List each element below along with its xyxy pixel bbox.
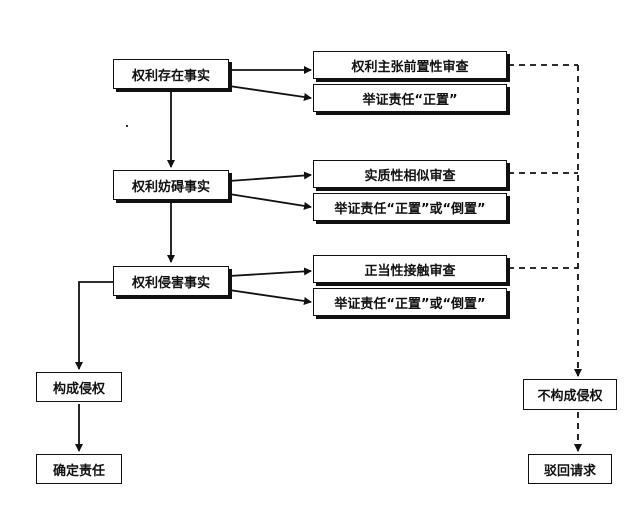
node-burden-access-label: 举证责任“正置”或“倒置” [334,296,486,312]
node-review-existence-label: 权利主张前置性审查 [351,59,469,75]
node-infringement: 权利侵害事实 [113,266,229,296]
node-review-similarity: 实质性相似审查 [313,160,507,188]
node-not-constitutes: 不构成侵权 [523,379,617,410]
node-review-access-label: 正当性接触审查 [364,263,456,279]
stray-dot [126,125,128,127]
node-reject-label: 驳回请求 [543,463,596,479]
arrow-obstruction-burden [228,193,312,210]
node-burden-existence: 举证责任“正置” [313,84,507,112]
node-not-constitutes-label: 不构成侵权 [537,389,603,404]
node-burden-existence-label: 举证责任“正置” [362,92,458,108]
node-reject: 驳回请求 [528,454,612,484]
node-constitutes-label: 构成侵权 [52,381,105,397]
node-existence: 权利存在事实 [113,59,229,89]
node-obstruction-label: 权利妨碍事实 [131,179,210,195]
node-burden-similarity: 举证责任“正置”或“倒置” [313,193,507,221]
node-review-access: 正当性接触审查 [313,255,507,283]
node-liability-label: 确定责任 [52,463,105,479]
node-existence-label: 权利存在事实 [131,68,210,84]
node-burden-similarity-label: 举证责任“正置”或“倒置” [334,201,486,217]
arrow-obstruction-review [228,171,312,182]
node-liability: 确定责任 [36,454,122,484]
arrow-infringement-constitutes [75,281,121,370]
node-obstruction: 权利妨碍事实 [113,170,229,200]
arrow-infringement-review [228,267,312,277]
node-constitutes: 构成侵权 [36,372,122,402]
node-burden-access: 举证责任“正置”或“倒置” [313,288,507,316]
node-review-existence: 权利主张前置性审查 [313,51,507,79]
arrow-existence-burden [228,85,312,101]
node-infringement-label: 权利侵害事实 [131,275,210,291]
arrow-infringement-burden [228,289,312,305]
node-review-similarity-label: 实质性相似审查 [364,168,456,184]
